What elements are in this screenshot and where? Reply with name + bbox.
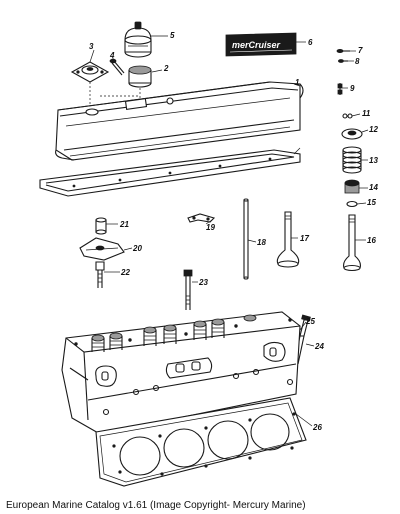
small-hardware bbox=[336, 49, 353, 119]
valve-rocker-cover bbox=[55, 81, 304, 161]
cylinder-head bbox=[61, 311, 301, 435]
part-label-26: 26 bbox=[312, 423, 322, 432]
valve-spring-retainer bbox=[341, 128, 363, 140]
part-label-12: 12 bbox=[369, 125, 378, 134]
part-label-8: 8 bbox=[355, 57, 360, 66]
part-label-18: 18 bbox=[257, 238, 266, 247]
part-label-1: 1 bbox=[295, 78, 300, 87]
rocker-arm bbox=[79, 237, 125, 261]
part-label-19: 19 bbox=[206, 223, 215, 232]
part-label-4: 4 bbox=[109, 51, 115, 60]
part-label-23: 23 bbox=[198, 278, 208, 287]
part-label-15: 15 bbox=[367, 198, 376, 207]
part-label-2: 2 bbox=[163, 64, 169, 73]
head-ports bbox=[95, 341, 286, 387]
part-label-25: 25 bbox=[305, 317, 315, 326]
rocker-arm-stud bbox=[95, 261, 105, 288]
valve-shim bbox=[346, 200, 358, 208]
part-label-24: 24 bbox=[314, 342, 324, 351]
part-label-14: 14 bbox=[369, 183, 378, 192]
decal-text: merCruiser bbox=[232, 40, 281, 50]
part-label-20: 20 bbox=[132, 244, 142, 253]
part-label-7: 7 bbox=[358, 46, 363, 55]
part-label-6: 6 bbox=[308, 38, 313, 47]
breather-grommet bbox=[128, 65, 152, 88]
push-rod bbox=[243, 198, 249, 280]
rocker-arm-ball bbox=[95, 217, 107, 235]
part-label-22: 22 bbox=[120, 268, 130, 277]
cylinder-head-gasket bbox=[95, 397, 307, 487]
leader-lines bbox=[89, 35, 369, 427]
rocker-cover-gasket bbox=[39, 149, 301, 197]
part-label-17: 17 bbox=[300, 234, 309, 243]
valve-spring bbox=[342, 146, 362, 174]
cylinder-head-bolt-long bbox=[293, 314, 311, 365]
part-label-5: 5 bbox=[170, 31, 175, 40]
oil-filler-cap bbox=[124, 21, 152, 58]
part-label-9: 9 bbox=[350, 84, 355, 93]
mercruiser-decal: merCruiser bbox=[225, 32, 297, 57]
valve-seal bbox=[344, 179, 360, 194]
part-number-labels: 1 2 3 4 5 6 7 8 9 11 12 13 14 15 16 17 1… bbox=[89, 31, 378, 432]
breather-cap bbox=[70, 61, 110, 83]
part-label-11: 11 bbox=[362, 109, 371, 118]
head-bolt-holes bbox=[74, 318, 294, 416]
head-valve-springs bbox=[91, 314, 257, 352]
part-label-3: 3 bbox=[89, 42, 94, 51]
image-caption: European Marine Catalog v1.61 (Image Cop… bbox=[6, 500, 306, 511]
intake-valve bbox=[276, 211, 300, 268]
screw bbox=[109, 58, 125, 76]
exhaust-valve bbox=[343, 214, 361, 272]
part-label-16: 16 bbox=[367, 236, 376, 245]
part-label-13: 13 bbox=[369, 156, 378, 165]
part-label-21: 21 bbox=[119, 220, 129, 229]
cylinder-head-bolt bbox=[183, 269, 193, 310]
push-rod-guide bbox=[187, 213, 216, 223]
